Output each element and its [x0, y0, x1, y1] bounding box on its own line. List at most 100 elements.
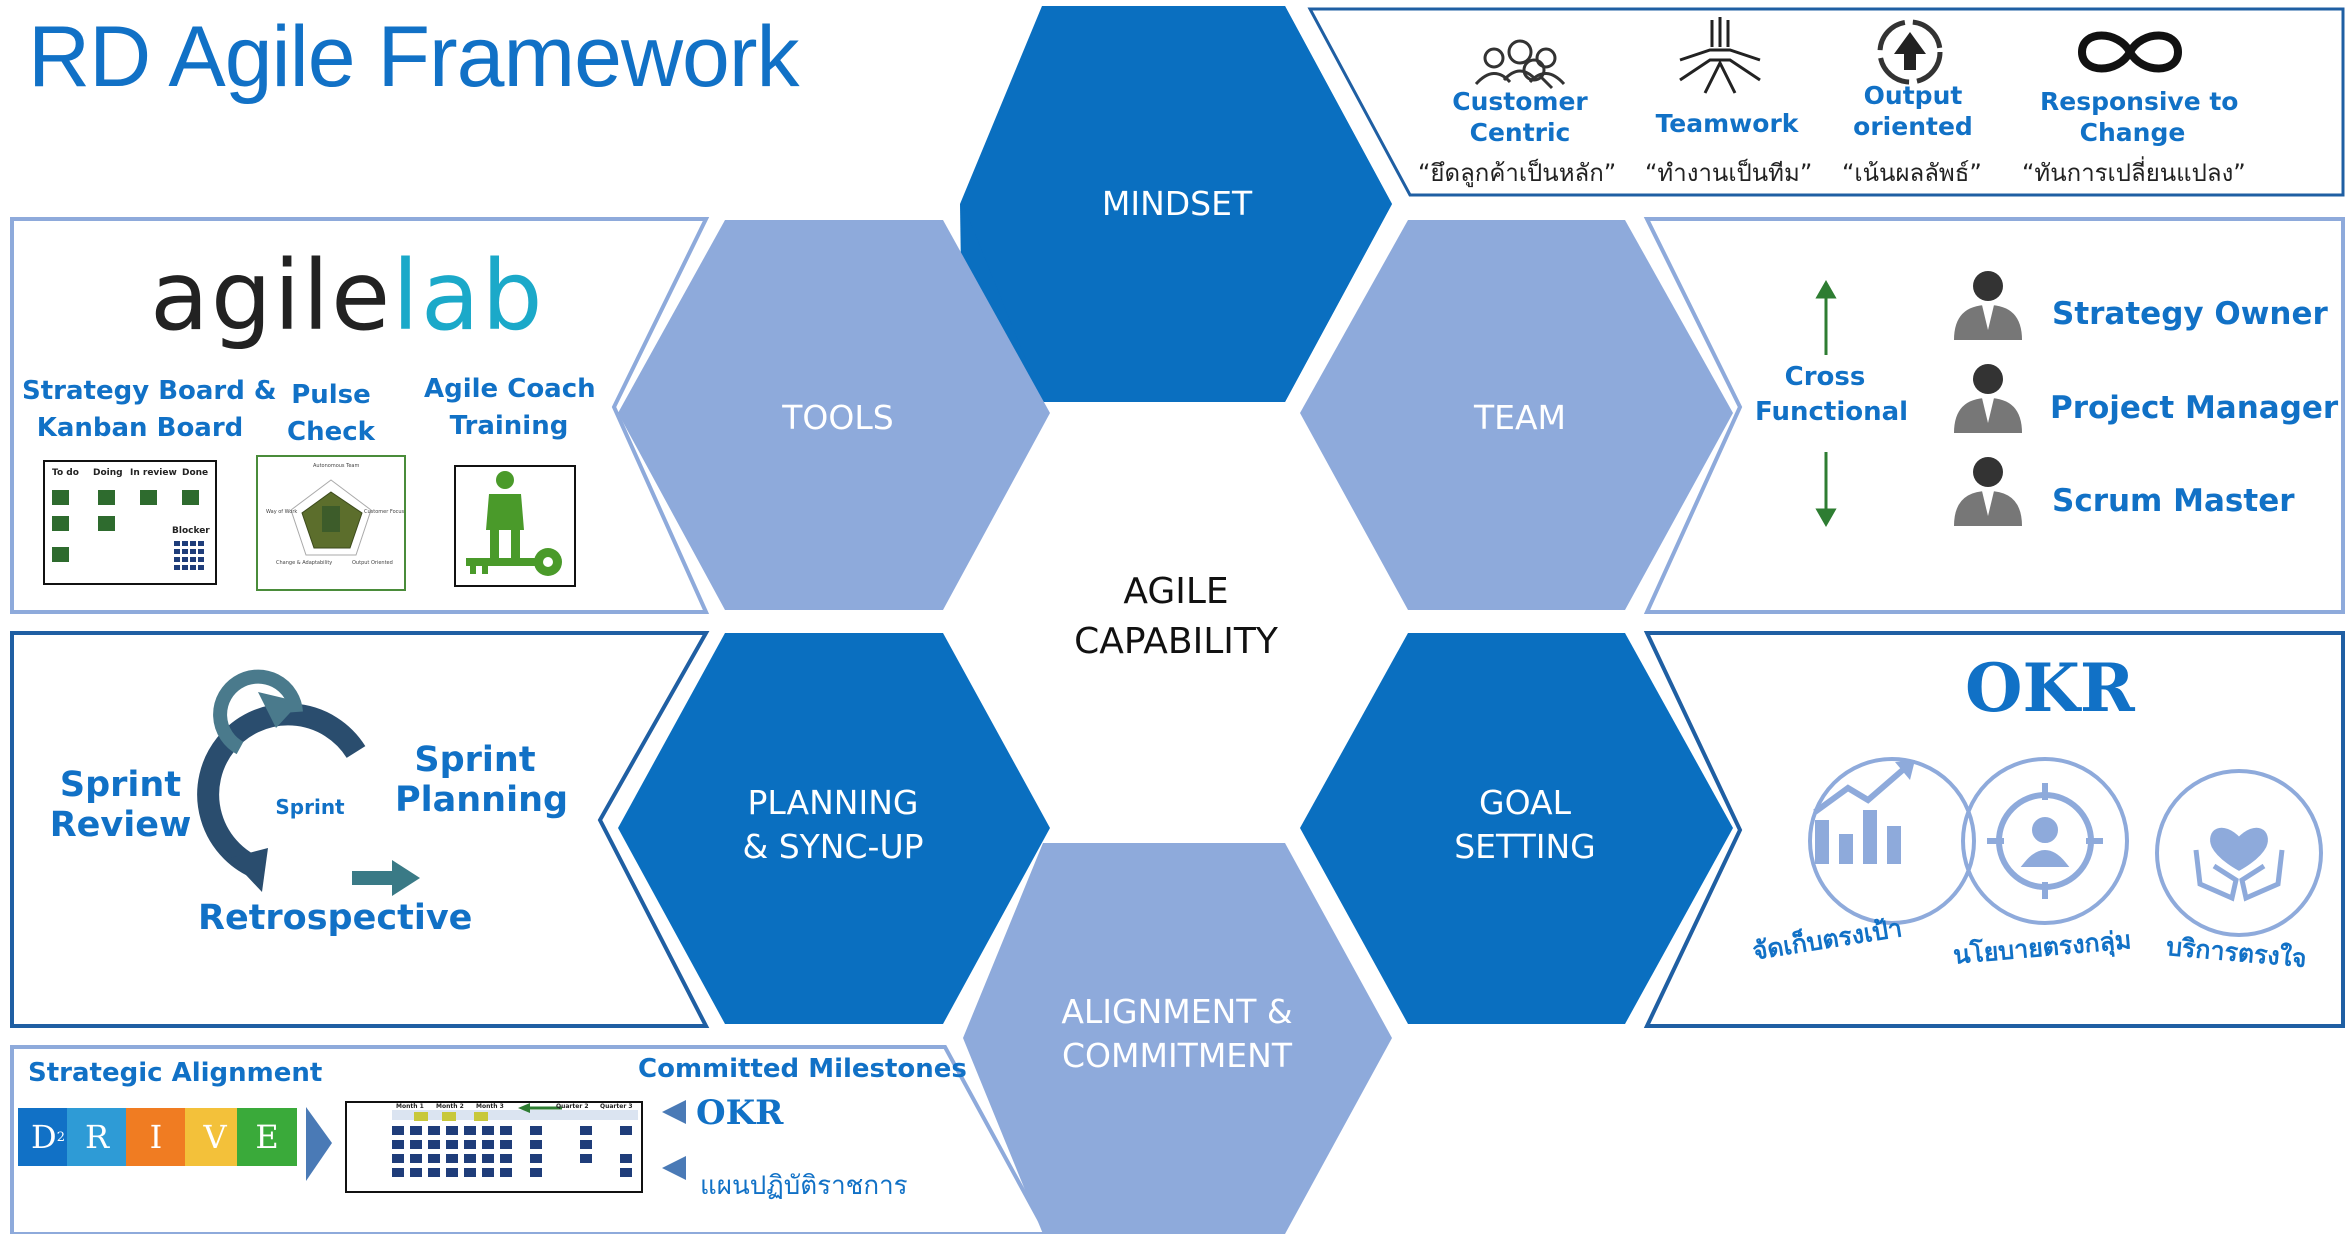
infinity-change-icon	[2077, 31, 2183, 73]
sprint-center-label: Sprint	[275, 795, 345, 819]
alignment-okr-label: OKR	[696, 1093, 784, 1133]
kanban-col-doing: Doing	[93, 468, 123, 478]
center-line2: CAPABILITY	[1074, 621, 1278, 662]
customer-group-icon	[1474, 39, 1566, 90]
bar-growth-icon	[1813, 760, 1915, 864]
hex-team-label: TEAM	[1473, 398, 1567, 437]
hex-tools-label: TOOLS	[782, 398, 894, 437]
tool-label-line: Training	[449, 411, 569, 441]
hex-mindset-label: MINDSET	[1101, 184, 1253, 223]
plan-pointer-icon	[662, 1156, 686, 1180]
value-output-oriented: Output oriented	[1833, 80, 1993, 142]
person-avatar-icon	[1954, 271, 2022, 526]
page-title: RD Agile Framework	[28, 9, 800, 105]
value-label-line: Teamwork	[1655, 109, 1799, 138]
radar-label-customer: Customer Focus	[364, 509, 405, 515]
value-label-line: Centric	[1469, 118, 1571, 147]
hex-goal-line2: SETTING	[1454, 827, 1596, 866]
hex-team	[1300, 220, 1733, 610]
value-responsive-to-change: Responsive to Change	[2040, 86, 2239, 148]
tool-label-line: Agile Coach	[424, 374, 596, 404]
hex-planning-line2: & SYNC-UP	[742, 827, 924, 866]
gantt-header-q2: Quarter 2	[556, 1103, 589, 1110]
role-scrum-master: Scrum Master	[2052, 483, 2295, 519]
sprint-planning-label: Sprint Planning	[395, 740, 569, 820]
retrospective-label: Retrospective	[198, 898, 473, 938]
hex-goal-label: GOAL SETTING	[1454, 781, 1596, 869]
teamwork-hands-icon	[1679, 17, 1761, 94]
kanban-blocker: Blocker	[172, 526, 210, 536]
hex-alignment	[963, 843, 1392, 1234]
drive-letter: D	[31, 1118, 57, 1156]
sprint-review-line: Review	[49, 805, 192, 845]
hex-goal	[1300, 633, 1733, 1024]
sprint-review-label: Sprint Review	[48, 765, 193, 845]
tool-label-line: Check	[287, 417, 375, 447]
pulse-check-radar-image	[256, 455, 406, 591]
kanban-col-review: In review	[130, 468, 177, 478]
drive-superscript: 2	[56, 1129, 65, 1145]
cross-functional-line: Cross	[1784, 362, 1866, 392]
okr-panel	[1643, 631, 2345, 1028]
sprint-cycle-icon	[197, 669, 420, 896]
tool-label-line: Kanban Board	[36, 413, 244, 443]
hex-alignment-label: ALIGNMENT & COMMITMENT	[1061, 990, 1292, 1078]
sprint-review-line: Sprint	[59, 765, 182, 805]
agilelab-logo-light: lab	[392, 240, 545, 352]
tool-label-line: Strategy Board &	[22, 376, 277, 406]
drive-letter-i: I	[126, 1108, 186, 1166]
hex-planning-line1: PLANNING	[747, 783, 919, 822]
strategic-alignment-label: Strategic Alignment	[28, 1058, 323, 1088]
radar-label-way: Way of Work	[266, 509, 298, 515]
okr-title: OKR	[1965, 649, 2135, 727]
drive-letter-r: R	[67, 1108, 127, 1166]
value-thai-teamwork: “ทำงานเป็นทีม”	[1645, 159, 1813, 187]
cross-functional-label: Cross Functional	[1755, 360, 1908, 430]
center-line1: AGILE	[1123, 571, 1229, 612]
gantt-header-m3: Month 3	[476, 1103, 504, 1110]
value-thai-customer: “ยึดลูกค้าเป็นหลัก”	[1418, 159, 1617, 187]
drive-arrow-icon	[306, 1107, 332, 1181]
target-person-icon	[1987, 783, 2103, 899]
heart-hands-icon	[2193, 827, 2285, 902]
hex-planning	[618, 633, 1050, 1024]
hex-alignment-line1: ALIGNMENT &	[1061, 992, 1293, 1031]
agilelab-logo: agilelab	[150, 240, 545, 352]
hex-alignment-line2: COMMITMENT	[1061, 1036, 1293, 1075]
committed-milestones-label: Committed Milestones	[638, 1054, 967, 1084]
okr-pointer-icon	[662, 1100, 686, 1124]
value-label-line: Output	[1863, 81, 1963, 110]
value-thai-responsive: “ทันการเปลี่ยนแปลง”	[2022, 159, 2246, 187]
gantt-header-m1: Month 1	[396, 1103, 424, 1110]
tool-pulse-check: Pulse Check	[272, 377, 390, 451]
value-label-line: Change	[2079, 118, 2186, 147]
tool-label-line: Pulse	[291, 380, 371, 410]
drive-letter-e: E	[237, 1108, 297, 1166]
alignment-plan-label: แผนปฏิบัติราชการ	[700, 1171, 908, 1201]
role-strategy-owner: Strategy Owner	[2052, 296, 2328, 332]
sprint-panel	[10, 631, 710, 1028]
value-label-line: Responsive to	[2040, 87, 2239, 116]
gantt-header-m2: Month 2	[436, 1103, 464, 1110]
output-arrow-icon	[1877, 19, 1943, 85]
value-teamwork: Teamwork	[1647, 108, 1807, 139]
okr-icons	[1808, 757, 2323, 937]
tool-agile-coach: Agile Coach Training	[424, 371, 596, 445]
gantt-chart-image	[345, 1101, 643, 1193]
cross-functional-arrow	[1815, 279, 1837, 528]
value-thai-output: “เน้นผลลัพธ์”	[1842, 159, 1982, 187]
hex-goal-line1: GOAL	[1479, 783, 1571, 822]
kanban-col-todo: To do	[52, 468, 79, 478]
radar-label-change: Change & Adaptability	[276, 560, 333, 566]
value-label-line: oriented	[1853, 112, 1973, 141]
drive-letter-v: V	[185, 1108, 245, 1166]
sprint-planning-line: Sprint	[414, 740, 536, 780]
radar-label-output: Output Oriented	[352, 560, 393, 566]
agile-coach-training-image	[454, 465, 576, 587]
kanban-col-done: Done	[182, 468, 209, 478]
gantt-header-q3: Quarter 3	[600, 1103, 633, 1110]
hex-tools	[618, 220, 1050, 610]
sprint-planning-line: Planning	[395, 780, 569, 820]
hex-planning-label: PLANNING & SYNC-UP	[742, 781, 923, 869]
